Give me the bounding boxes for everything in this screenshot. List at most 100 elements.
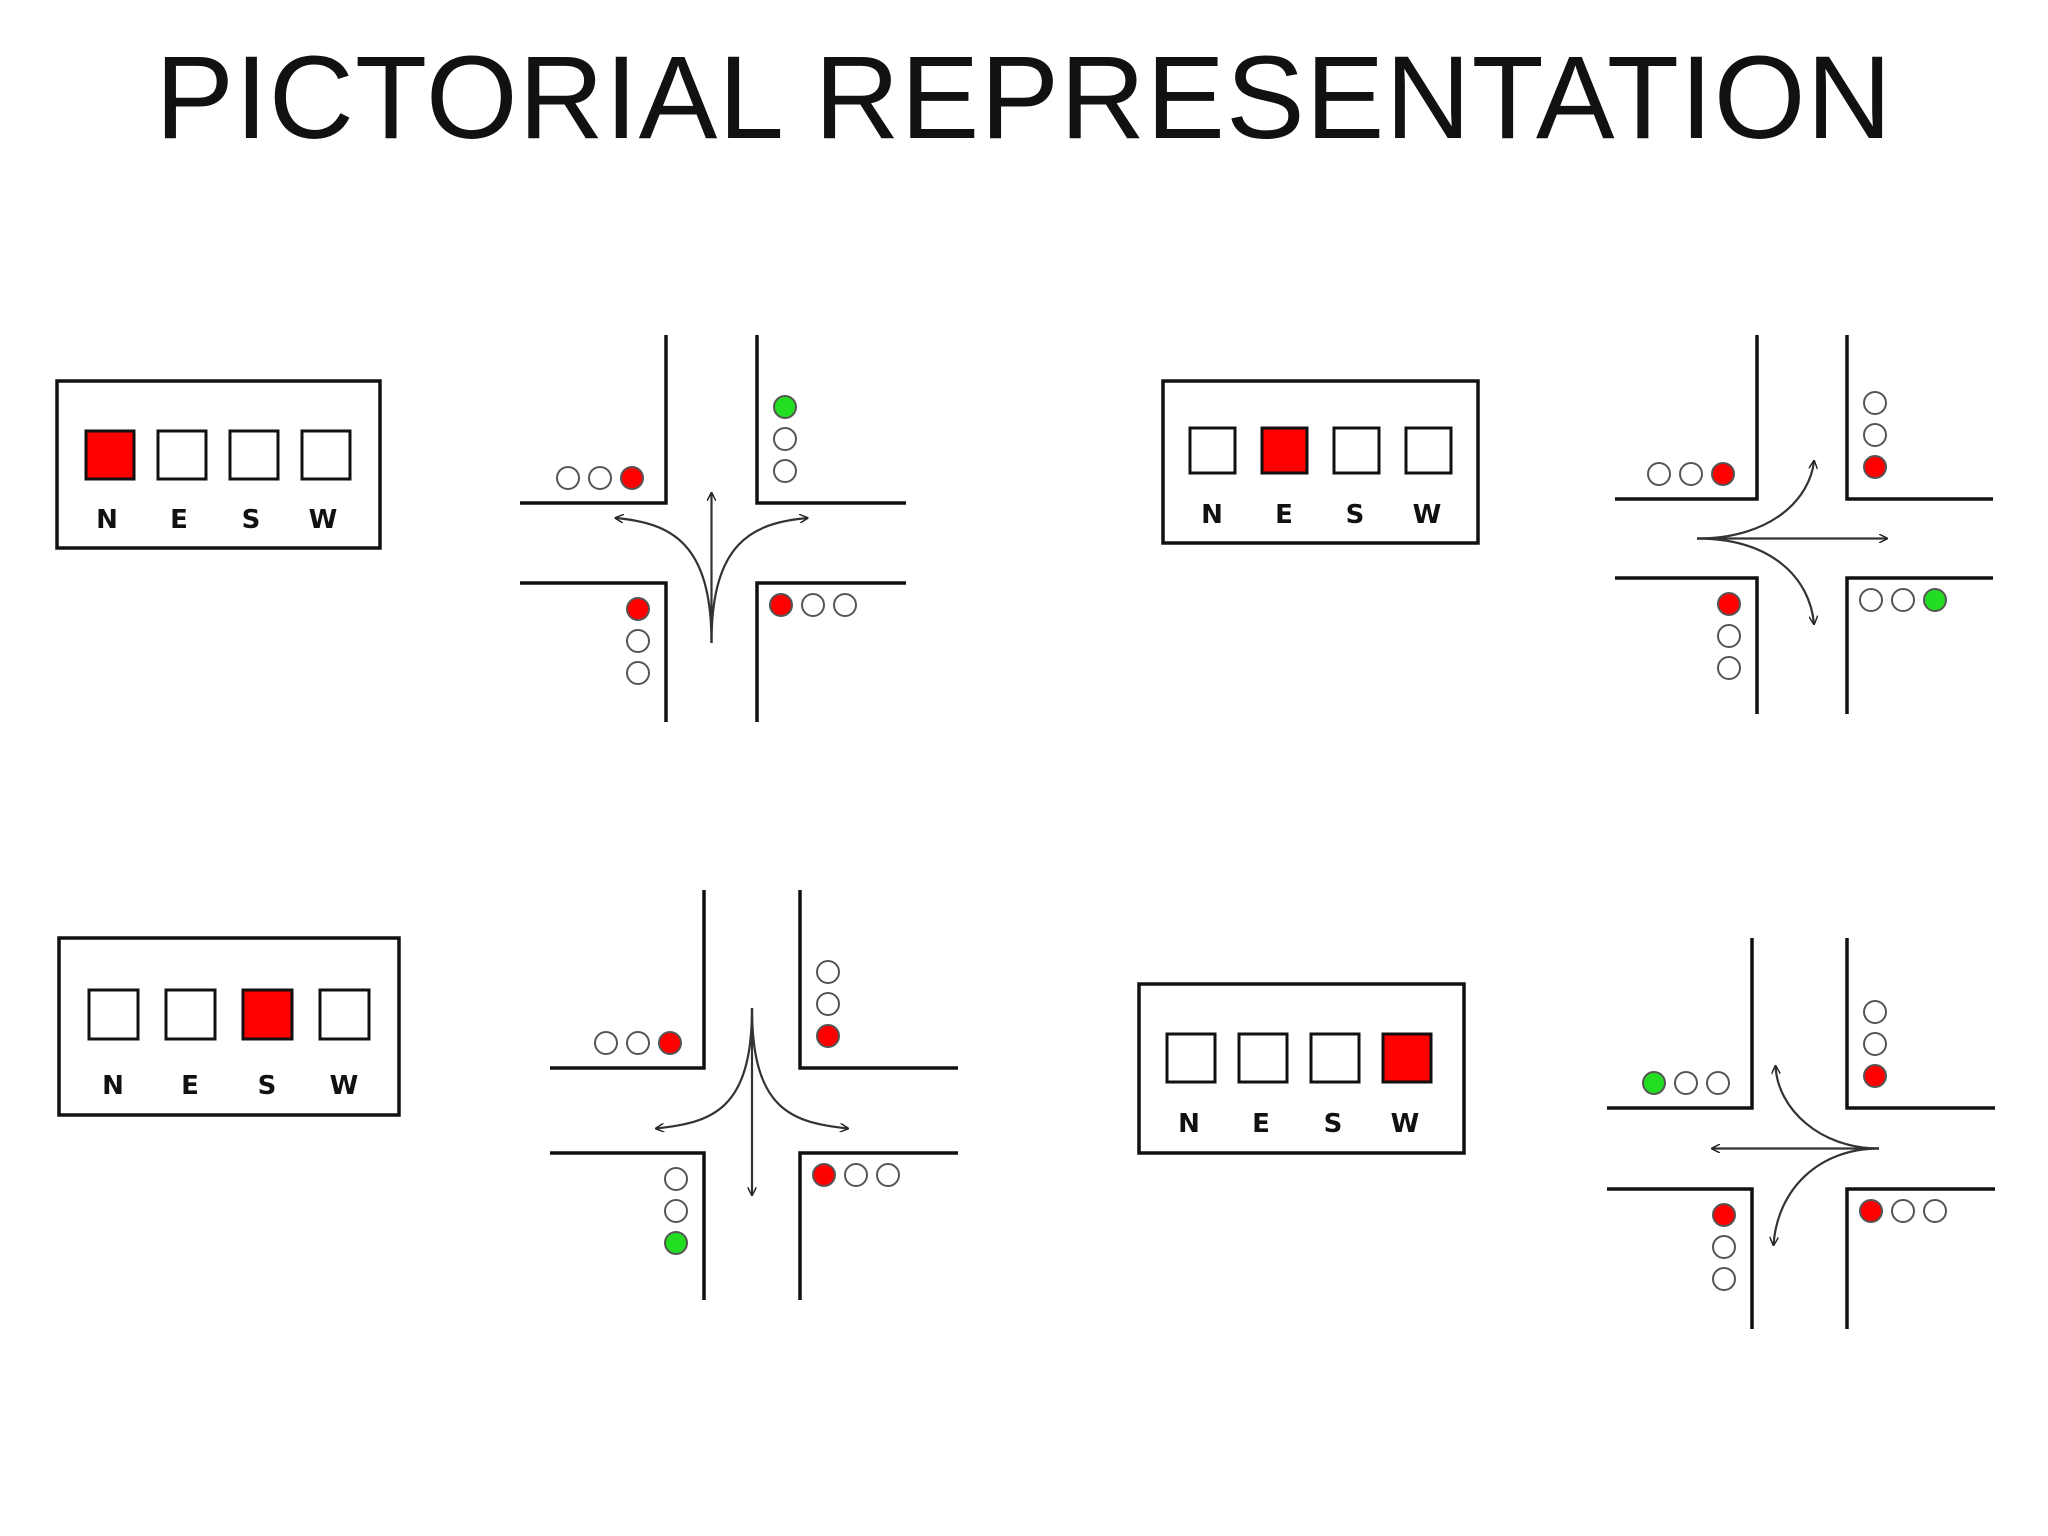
- direction-label-n: N: [1201, 500, 1223, 530]
- direction-square-w: [1381, 1032, 1433, 1084]
- movement-arrows: [1696, 461, 1887, 625]
- arrow-right-turn: [750, 1007, 848, 1129]
- signal-light-off: [833, 593, 857, 617]
- signal-light-off: [1859, 588, 1883, 612]
- direction-label-w: W: [1391, 1109, 1420, 1139]
- signal-light-off: [1863, 1000, 1887, 1024]
- signal-light-off: [626, 629, 650, 653]
- signal-north: [1863, 391, 1887, 479]
- signal-north: [1863, 1000, 1887, 1088]
- direction-square-s: [241, 988, 294, 1041]
- direction-square-n: [1165, 1032, 1217, 1084]
- direction-label-e: E: [181, 1071, 199, 1101]
- signal-light-red: [1859, 1199, 1883, 1223]
- direction-square-e: [1237, 1032, 1289, 1084]
- signal-light-off: [1712, 1267, 1736, 1291]
- direction-label-w: W: [309, 505, 338, 535]
- signal-west: [556, 466, 644, 490]
- signal-south: [1717, 592, 1741, 680]
- signal-west: [594, 1031, 682, 1055]
- signal-light-red: [1863, 1064, 1887, 1088]
- signal-light-off: [1706, 1071, 1730, 1095]
- direction-label-e: E: [1252, 1109, 1270, 1139]
- road-corner-sw: [1615, 576, 1759, 714]
- direction-label-n: N: [102, 1071, 124, 1101]
- signal-light-red: [626, 597, 650, 621]
- direction-square-n: [84, 429, 136, 481]
- arrow-right-turn: [1696, 537, 1814, 625]
- direction-label-s: S: [1324, 1109, 1343, 1139]
- road-corner-se: [755, 581, 906, 722]
- road-corner-nw: [1615, 335, 1759, 501]
- direction-square-w: [1404, 426, 1453, 475]
- arrow-left-turn: [1696, 461, 1814, 540]
- direction-label-s: S: [242, 505, 261, 535]
- signal-light-red: [812, 1163, 836, 1187]
- signal-south: [664, 1167, 688, 1255]
- direction-label-n: N: [96, 505, 118, 535]
- road-corner-se: [1845, 576, 1993, 714]
- slide-title: PICTORIAL REPRESENTATION: [155, 32, 1893, 164]
- intersection-roads: [1607, 938, 1995, 1329]
- signal-light-off: [816, 992, 840, 1016]
- signal-light-red: [620, 466, 644, 490]
- signal-east: [769, 593, 857, 617]
- movement-arrows: [1712, 1066, 1880, 1246]
- intersection-roads: [520, 335, 906, 722]
- signal-light-off: [1863, 1032, 1887, 1056]
- direction-label-s: S: [1346, 500, 1365, 530]
- signal-light-off: [1923, 1199, 1947, 1223]
- signal-light-off: [773, 427, 797, 451]
- direction-square-s: [1332, 426, 1381, 475]
- signal-light-off: [1679, 462, 1703, 486]
- signal-north: [773, 395, 797, 483]
- arrow-left-turn: [656, 1007, 754, 1129]
- signal-light-off: [1891, 588, 1915, 612]
- direction-square-n: [87, 988, 140, 1041]
- direction-label-w: W: [1413, 500, 1442, 530]
- intersection-roads: [1615, 335, 1993, 714]
- signal-light-red: [1712, 1203, 1736, 1227]
- signal-light-red: [658, 1031, 682, 1055]
- movement-arrows: [656, 1007, 848, 1195]
- signal-light-off: [1717, 624, 1741, 648]
- signal-light-off: [626, 1031, 650, 1055]
- road-corner-ne: [798, 890, 958, 1070]
- signal-light-off: [588, 466, 612, 490]
- arrow-right-turn: [1774, 1147, 1880, 1246]
- signal-west: [1647, 462, 1735, 486]
- direction-square-w: [318, 988, 371, 1041]
- signal-light-red: [769, 593, 793, 617]
- signal-light-off: [1891, 1199, 1915, 1223]
- direction-square-w: [300, 429, 352, 481]
- arrow-right-turn: [710, 518, 808, 644]
- direction-label-s: S: [258, 1071, 277, 1101]
- signal-light-off: [1647, 462, 1671, 486]
- signal-light-off: [1863, 391, 1887, 415]
- road-corner-sw: [520, 581, 668, 722]
- signal-light-off: [773, 459, 797, 483]
- arrow-left-turn: [1776, 1066, 1880, 1150]
- signal-east: [1859, 1199, 1947, 1223]
- signal-light-red: [816, 1024, 840, 1048]
- direction-label-e: E: [1275, 500, 1293, 530]
- road-corner-ne: [1845, 335, 1993, 501]
- signal-light-off: [1674, 1071, 1698, 1095]
- signal-light-green: [664, 1231, 688, 1255]
- road-corner-nw: [1607, 938, 1754, 1110]
- signal-light-green: [1642, 1071, 1666, 1095]
- signal-east: [1859, 588, 1947, 612]
- direction-square-n: [1188, 426, 1237, 475]
- signal-light-off: [844, 1163, 868, 1187]
- signal-light-green: [773, 395, 797, 419]
- signal-light-green: [1923, 588, 1947, 612]
- signal-light-off: [801, 593, 825, 617]
- direction-label-w: W: [330, 1071, 359, 1101]
